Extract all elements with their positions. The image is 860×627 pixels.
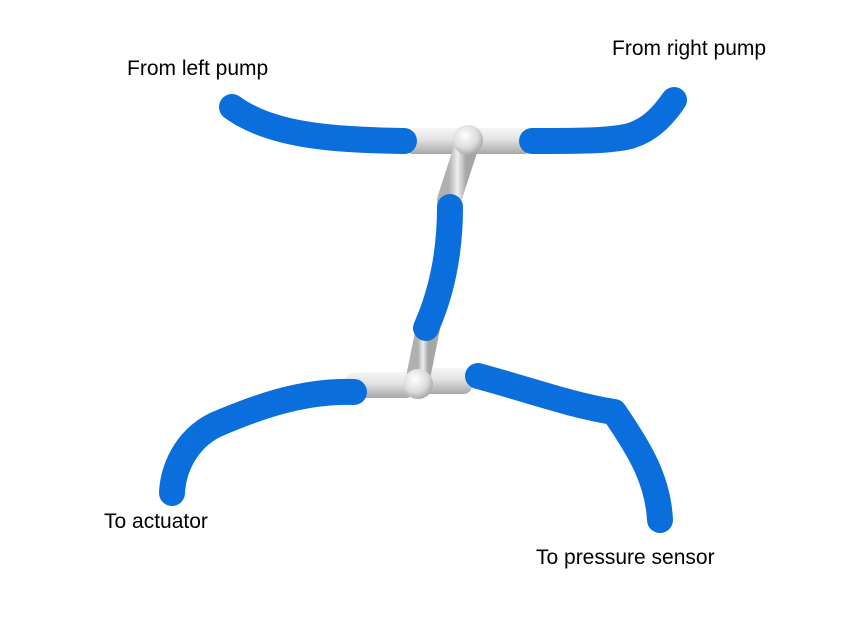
top-connector-stem	[437, 136, 478, 212]
label-from-right-pump: From right pump	[612, 37, 767, 60]
tube-right-pump	[519, 87, 687, 154]
tube-pressure-sensor	[465, 363, 673, 533]
tube-actuator	[159, 378, 367, 506]
top-connector-right-arm	[470, 128, 532, 154]
label-to-actuator: To actuator	[104, 510, 208, 533]
label-to-pressure-sensor: To pressure sensor	[536, 546, 715, 569]
tube-left-pump	[219, 94, 417, 154]
top-connector-hub	[453, 125, 483, 155]
bottom-connector-hub	[403, 369, 433, 399]
label-from-left-pump: From left pump	[127, 57, 269, 80]
top-connector-left-arm	[405, 128, 463, 154]
top-t-connector	[405, 125, 532, 212]
tube-middle	[413, 194, 463, 341]
